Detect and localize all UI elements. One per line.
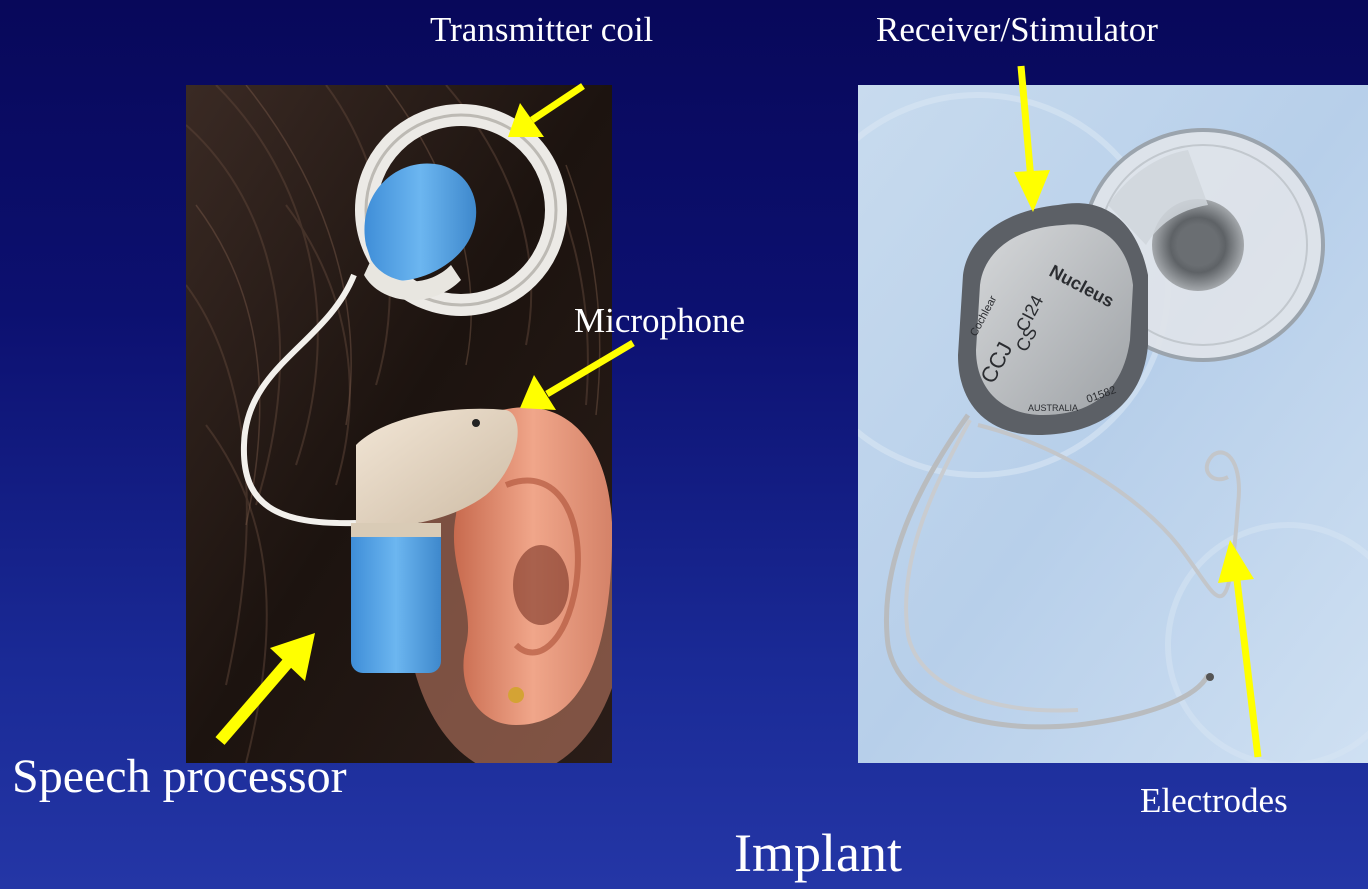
receiver-stimulator-label: Receiver/Stimulator (876, 12, 1158, 47)
speech-processor-label: Speech processor (12, 753, 347, 801)
transmitter-coil-label: Transmitter coil (430, 12, 653, 47)
electrodes-label: Electrodes (1140, 783, 1288, 818)
implant-device-photo: Nucleus CI24 CS CCJ Cochlear AUSTRALIA 0… (858, 85, 1368, 763)
implant-label: Implant (734, 826, 902, 880)
processor-on-ear-photo (186, 85, 612, 763)
microphone-label: Microphone (574, 303, 745, 338)
implant-country-text: AUSTRALIA (1028, 403, 1078, 413)
